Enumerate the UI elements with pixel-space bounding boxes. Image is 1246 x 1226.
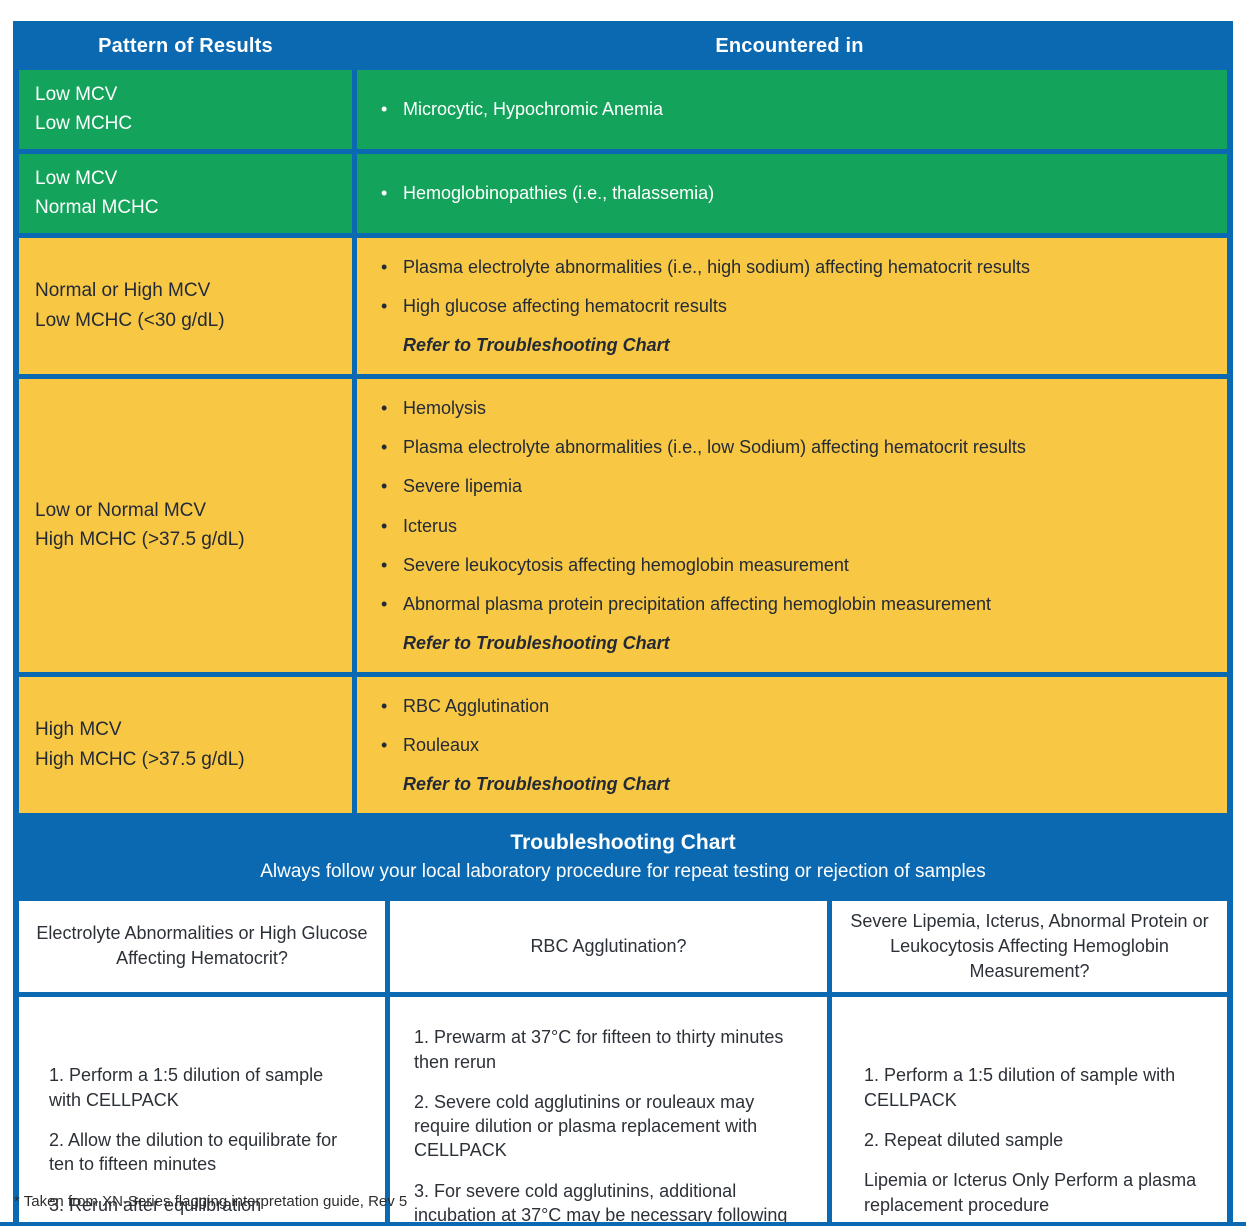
bullet-icon: •	[381, 515, 388, 536]
step-text: Lipemia or Icterus Only Perform a plasma…	[864, 1170, 1197, 1215]
pattern-cell: Normal or High MCV Low MCHC (<30 g/dL)	[19, 237, 352, 374]
encountered-in-header: Encountered in	[715, 34, 864, 57]
bullet-item: • Severe leukocytosis affecting hemoglobi…	[381, 554, 1209, 577]
troubleshooting-header-row: Electrolyte Abnormalities or High Glucos…	[19, 900, 1227, 993]
table-header-row: Pattern of Results Encountered in	[19, 27, 1227, 65]
troubleshooting-column-header: Electrolyte Abnormalities or High Glucos…	[19, 900, 385, 993]
bullet-text: Plasma electrolyte abnormalities (i.e., …	[403, 256, 1030, 277]
bullet-text: Rouleaux	[403, 735, 480, 756]
pattern-line: High MCHC (>37.5 g/dL)	[35, 748, 245, 770]
refer-note: Refer to Troubleshooting Chart	[403, 773, 670, 794]
bullet-text: Hemoglobinopathies (i.e., thalassemia)	[403, 182, 715, 203]
bullet-text: Microcytic, Hypochromic Anemia	[403, 98, 664, 119]
encountered-cell: • Hemoglobinopathies (i.e., thalassemia)	[357, 153, 1227, 233]
bullet-icon: •	[381, 98, 388, 119]
troubleshooting-title: Troubleshooting Chart	[510, 830, 736, 854]
bullet-item: • Hemoglobinopathies (i.e., thalassemia)	[381, 182, 1209, 205]
table-row: Low or Normal MCV High MCHC (>37.5 g/dL) •…	[19, 378, 1227, 672]
encountered-cell: • Plasma electrolyte abnormalities (i.e.,…	[357, 237, 1227, 374]
troubleshooting-band: Troubleshooting Chart Always follow your…	[19, 817, 1227, 896]
footnote: * Taken from XN-Series flagging interpre…	[14, 1193, 408, 1210]
pattern-line: Low MCHC	[35, 113, 133, 135]
pattern-rows: Low MCV Low MCHC • Microcytic, Hypochromic …	[19, 70, 1227, 813]
step-text: 1. Prewarm at 37°C for fifteen to thirty…	[414, 1027, 784, 1072]
pattern-line: Low MCHC (<30 g/dL)	[35, 309, 225, 331]
bullet-item: • Hemolysis	[381, 397, 1209, 420]
refer-note: Refer to Troubleshooting Chart	[403, 334, 670, 355]
bullet-text: RBC Agglutination	[403, 695, 550, 716]
bullet-icon: •	[381, 182, 388, 203]
pattern-line: Low or Normal MCV	[35, 499, 207, 521]
bullet-item: • Microcytic, Hypochromic Anemia	[381, 98, 1209, 121]
bullet-text: Abnormal plasma protein precipitation af…	[403, 594, 991, 615]
step-text: 2. Allow the dilution to equilibrate for…	[49, 1130, 338, 1175]
bullet-icon: •	[381, 735, 388, 756]
results-table: Pattern of Results Encountered in Low MC…	[13, 21, 1233, 1226]
encountered-cell: • Hemolysis • Plasma electrolyte abnormalit…	[357, 378, 1227, 672]
step-text: 2. Repeat diluted sample	[864, 1130, 1064, 1151]
bottom-rule	[0, 1222, 1246, 1226]
bullet-icon: •	[381, 476, 388, 497]
bullet-text: Severe lipemia	[403, 476, 523, 497]
pattern-line: Low MCV	[35, 84, 118, 105]
table-row: Normal or High MCV Low MCHC (<30 g/dL) • Pl…	[19, 237, 1227, 374]
bullet-text: Hemolysis	[403, 397, 487, 418]
bullet-text: Icterus	[403, 515, 458, 536]
bullet-icon: •	[381, 256, 388, 277]
pattern-line: Low MCV	[35, 167, 118, 189]
pattern-cell: Low MCV Normal MCHC	[19, 153, 352, 233]
bullet-item: • Rouleaux	[381, 734, 1209, 757]
troubleshooting-column-steps: 1. Prewarm at 37°C for fifteen to thirty…	[390, 997, 827, 1226]
bullet-icon: •	[381, 397, 388, 418]
pattern-line: Normal or High MCV	[35, 280, 211, 302]
refer-note: Refer to Troubleshooting Chart	[403, 632, 670, 653]
bullet-text: Plasma electrolyte abnormalities (i.e., …	[403, 436, 1026, 457]
troubleshooting-column-header: RBC Agglutination?	[390, 900, 827, 993]
step-text: 2. Severe cold agglutinins or rouleaux m…	[414, 1091, 758, 1161]
bullet-item: • Severe lipemia	[381, 475, 1209, 498]
bullet-item: • RBC Agglutination	[381, 695, 1209, 718]
troubleshooting-column-steps: 1. Perform a 1:5 dilution of sample with…	[832, 997, 1227, 1226]
troubleshooting-subtitle: Always follow your local laboratory proc…	[260, 860, 986, 882]
encountered-cell: • Microcytic, Hypochromic Anemia	[357, 70, 1227, 149]
step-text: 1. Perform a 1:5 dilution of sample with…	[49, 1065, 324, 1110]
pattern-cell: Low MCV Low MCHC	[19, 70, 352, 149]
bullet-item: • Abnormal plasma protein precipitation a…	[381, 593, 1209, 616]
bullet-text: High glucose affecting hematocrit result…	[403, 296, 727, 317]
bullet-item: • Plasma electrolyte abnormalities (i.e.,…	[381, 256, 1209, 279]
pattern-line: High MCHC (>37.5 g/dL)	[35, 529, 245, 551]
step-text: 1. Perform a 1:5 dilution of sample with…	[864, 1065, 1176, 1110]
pattern-cell: High MCV High MCHC (>37.5 g/dL)	[19, 676, 352, 813]
bullet-item: • Icterus	[381, 515, 1209, 538]
pattern-cell: Low or Normal MCV High MCHC (>37.5 g/dL)	[19, 378, 352, 672]
bullet-icon: •	[381, 296, 388, 317]
bullet-icon: •	[381, 555, 388, 576]
step-text: 3. For severe cold agglutinins, addition…	[414, 1180, 788, 1225]
table-row: High MCV High MCHC (>37.5 g/dL) • RBC Agglu…	[19, 676, 1227, 813]
table-row: Low MCV Low MCHC • Microcytic, Hypochromic …	[19, 70, 1227, 149]
pattern-line: High MCV	[35, 719, 122, 741]
bullet-icon: •	[381, 436, 388, 457]
bullet-item: • Plasma electrolyte abnormalities (i.e.,…	[381, 436, 1209, 459]
pattern-of-results-header: Pattern of Results	[98, 34, 273, 57]
bullet-item: • High glucose affecting hematocrit resul…	[381, 295, 1209, 318]
pattern-line: Normal MCHC	[35, 197, 159, 219]
bullet-icon: •	[381, 594, 388, 615]
bullet-text: Severe leukocytosis affecting hemoglobin…	[403, 555, 849, 576]
bullet-icon: •	[381, 695, 388, 716]
troubleshooting-column-steps: 1. Perform a 1:5 dilution of sample with…	[19, 997, 385, 1226]
step-text: 3. Rerun after equilibration	[49, 1194, 262, 1215]
table-row: Low MCV Normal MCHC • Hemoglobinopathies (i…	[19, 153, 1227, 233]
troubleshooting-column-header: Severe Lipemia, Icterus, Abnormal Protei…	[832, 900, 1227, 993]
troubleshooting-body-row: 1. Perform a 1:5 dilution of sample with…	[19, 997, 1227, 1226]
